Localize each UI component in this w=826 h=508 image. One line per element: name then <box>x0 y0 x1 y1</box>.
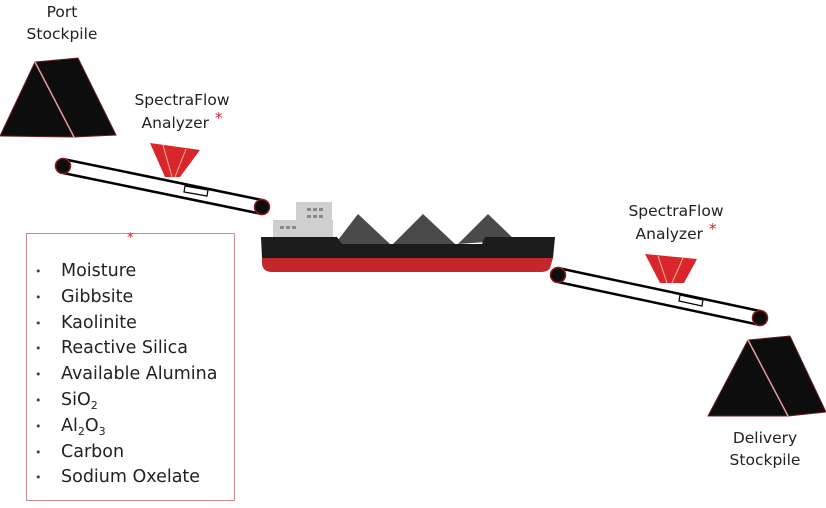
conveyor-right-icon <box>549 266 769 327</box>
analyzer-right-asterisk: * <box>708 220 717 238</box>
cargo-ship-icon <box>261 202 555 272</box>
formula-subscript: 2 <box>77 424 85 438</box>
analyzer-right-line2: Analyzer <box>635 225 703 243</box>
list-item: Reactive Silica <box>35 336 217 362</box>
analyzer-right-icon <box>645 254 697 284</box>
analyzer-left-line1: SpectraFlow <box>134 91 230 109</box>
list-item: Gibbsite <box>35 285 217 311</box>
analyzer-left-asterisk: * <box>214 109 223 127</box>
list-item: Sodium Oxelate <box>35 465 217 491</box>
list-item: SiO2 <box>35 388 217 414</box>
list-item: Carbon <box>35 440 217 466</box>
measurements-list: Moisture Gibbsite Kaolinite Reactive Sil… <box>35 259 217 491</box>
analyzer-left-line2-row: Analyzer * <box>134 111 229 134</box>
list-item: Moisture <box>35 259 217 285</box>
formula-subscript: 2 <box>90 398 98 412</box>
port-stockpile-label: Port Stockpile <box>27 1 98 45</box>
formula-mid: O <box>84 415 99 436</box>
delivery-stockpile-line1: Delivery <box>732 429 798 447</box>
formula-subscript: 3 <box>98 424 106 438</box>
analyzer-left-icon <box>150 143 200 178</box>
port-stockpile-line1: Port <box>46 3 78 21</box>
analyzer-right-label: SpectraFlow Analyzer * <box>628 200 723 245</box>
port-stockpile-line2: Stockpile <box>26 25 98 43</box>
measurements-asterisk: * <box>127 231 134 246</box>
list-item: Available Alumina <box>35 362 217 388</box>
analyzer-right-line2-row: Analyzer * <box>628 222 723 245</box>
analyzer-left-label: SpectraFlow Analyzer * <box>134 89 229 134</box>
conveyor-left-icon <box>54 157 271 216</box>
delivery-stockpile-line2: Stockpile <box>729 451 801 469</box>
analyzer-right-line1: SpectraFlow <box>628 202 724 220</box>
formula-base: Al <box>61 415 78 436</box>
port-stockpile-icon <box>0 57 117 138</box>
delivery-stockpile-icon <box>707 335 826 417</box>
delivery-stockpile-label: Delivery Stockpile <box>730 427 801 471</box>
measurements-box: * Moisture Gibbsite Kaolinite Reactive S… <box>26 231 235 501</box>
formula-base: SiO <box>61 389 91 410</box>
list-item: Kaolinite <box>35 311 217 337</box>
list-item: Al2O3 <box>35 414 217 440</box>
analyzer-left-line2: Analyzer <box>141 114 209 132</box>
